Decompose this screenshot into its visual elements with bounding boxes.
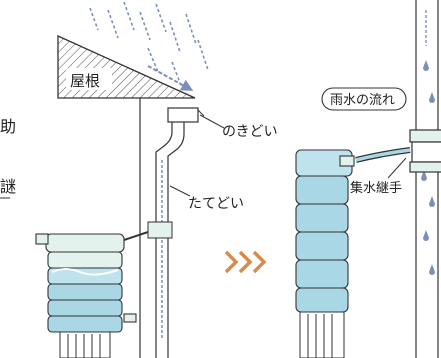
- left-collector: [147, 221, 173, 239]
- right-tank: [295, 149, 355, 313]
- gutter-leader: [199, 114, 225, 129]
- collector-label: 集水継手: [350, 180, 402, 196]
- right-hose: [355, 148, 411, 162]
- triple-chevron-right-icon: [224, 250, 267, 274]
- edge-char-2: 謎: [0, 177, 16, 196]
- downspout-leader: [169, 185, 191, 197]
- roof-label: 屋根: [70, 72, 100, 90]
- rain-flow-badge: 雨水の流れ: [321, 87, 407, 111]
- roof-flow-arrow: [147, 65, 194, 91]
- collector-fitting: [409, 129, 441, 173]
- eaves-gutter: [167, 107, 205, 123]
- downspout-label: たてどい: [188, 196, 244, 212]
- collector-leader: [387, 157, 407, 179]
- rain-flow-label: 雨水の流れ: [330, 93, 395, 108]
- left-tank-stand: [59, 331, 111, 358]
- downspout: [155, 122, 185, 358]
- gutter-label: のきどい: [222, 124, 278, 140]
- left-tank: [35, 233, 137, 333]
- right-downspout: [415, 0, 439, 358]
- edge-char-1: 助: [0, 117, 16, 136]
- roof: 屋根: [57, 34, 196, 99]
- right-tank-stand: [299, 311, 345, 358]
- right-rain-drops: [421, 60, 435, 275]
